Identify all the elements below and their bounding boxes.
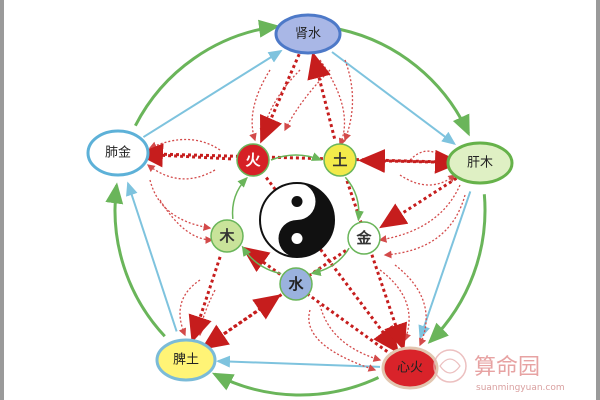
curved-dotted-arrow-13 [178, 279, 201, 337]
controlling-arrow-lung-liver [139, 149, 463, 174]
generating-arc-liver-heart [427, 194, 487, 344]
organ-node-heart: 心火 [381, 346, 439, 390]
left-edge-strip [0, 0, 4, 400]
inner-ring-arc-water [241, 245, 282, 275]
inner-ring-arc-metal [310, 247, 350, 277]
inner-ring-arc-fire [270, 152, 323, 161]
inner-node-earth-label: 土 [332, 151, 347, 169]
organ-node-lung: 肺金 [86, 129, 150, 177]
inner-node-fire: 火 [236, 143, 270, 177]
organ-node-kidney-ellipse [274, 13, 342, 55]
watermark-logo: 算命园 suanmingyuan.com [433, 349, 565, 393]
organ-node-spleen: 脾土 [155, 338, 217, 382]
pentagon-link-heart [215, 355, 381, 368]
organ-node-kidney: 肾水 [274, 13, 342, 55]
controlling-arrow-liver-metal [379, 173, 463, 229]
curved-dotted-arrow-6 [399, 174, 457, 186]
inner-ring-arc-earth [344, 176, 364, 222]
pentagon-link-kidney [331, 51, 456, 146]
organ-node-heart-ellipse [381, 346, 439, 390]
outer-pentagon-links [126, 49, 472, 368]
inner-ring-arc-wood [231, 176, 248, 220]
inner-node-wood: 木 [210, 219, 244, 253]
pentagon-link-lung [142, 49, 283, 138]
generating-arc-heart-spleen [211, 372, 380, 397]
curved-dotted-arrow-17 [379, 269, 411, 342]
inner-node-earth: 土 [323, 143, 357, 177]
organ-node-liver: 肝木 [446, 141, 514, 185]
inner-node-metal: 金 [347, 221, 381, 255]
organ-node-liver-label: 肝木 [467, 156, 493, 171]
curved-dotted-arrow-9 [149, 179, 212, 231]
inner-node-wood-circle [210, 219, 244, 253]
pentagon-link-spleen [126, 181, 178, 332]
inner-node-earth-circle [323, 143, 357, 177]
pentagon-link-liver [418, 191, 472, 340]
watermark-url-text: suanmingyuan.com [476, 383, 565, 393]
inner-node-metal-label: 金 [355, 229, 372, 247]
inner-node-fire-circle [236, 143, 270, 177]
generating-arc-kidney-liver [339, 27, 470, 137]
organ-node-spleen-ellipse [155, 338, 217, 382]
right-edge-strip [596, 0, 600, 400]
curved-dotted-arrow-4 [259, 69, 301, 137]
curved-dotted-arrow-3 [284, 69, 331, 132]
inner-node-water-circle [279, 267, 313, 301]
generating-arc-lung-kidney [134, 19, 280, 127]
generating-arc-spleen-lung [105, 182, 166, 338]
controlling-arrow-earth-heart [345, 180, 408, 351]
controlling-star-arrows [135, 51, 463, 357]
organ-node-liver-ellipse [446, 141, 514, 185]
curved-dotted-arrow-11 [378, 184, 461, 243]
organ-node-heart-label: 心火 [397, 361, 423, 376]
organ-node-spleen-label: 脾土 [173, 353, 199, 368]
curved-dotted-arrow-8 [146, 164, 216, 180]
organ-node-lung-label: 肺金 [105, 145, 131, 161]
curved-dotted-arrow-7 [148, 138, 221, 151]
curved-dotted-arrow-16 [308, 309, 377, 372]
organ-node-lung-ellipse [86, 129, 150, 177]
curved-dotted-arrow-15 [319, 304, 382, 362]
inner-node-water-label: 水 [288, 275, 304, 293]
inner-node-fire-label: 火 [245, 151, 261, 169]
curved-dotted-arrow-5 [409, 150, 451, 167]
controlling-arrow-kidney-fire [260, 53, 301, 144]
outer-generating-ring [105, 19, 487, 397]
controlling-arrow-wood-spleen [188, 256, 222, 343]
curved-dotted-arrow-14 [196, 289, 216, 337]
inner-node-wood-label: 木 [218, 227, 235, 245]
inner-ring [231, 152, 364, 277]
organ-node-kidney-label: 肾水 [295, 27, 321, 42]
watermark-chinese-text: 算命园 [474, 355, 540, 380]
curved-dotted-arrow-10 [159, 199, 214, 244]
controlling-arrow-liver-earth [357, 148, 459, 173]
curved-dotted-arrow-1 [249, 69, 271, 142]
curved-dotted-arrow-2 [343, 59, 354, 142]
controlling-arrow-earth-kidney [307, 51, 337, 140]
inner-node-water: 水 [279, 267, 313, 301]
inner-node-metal-circle [347, 221, 381, 255]
inner-element-nodes: 火 土金水 木 [210, 143, 381, 301]
yin-yang-symbol [259, 182, 335, 258]
controlling-arrow-fire-lung [135, 143, 232, 168]
controlling-arrow-spleen-water [203, 294, 282, 349]
